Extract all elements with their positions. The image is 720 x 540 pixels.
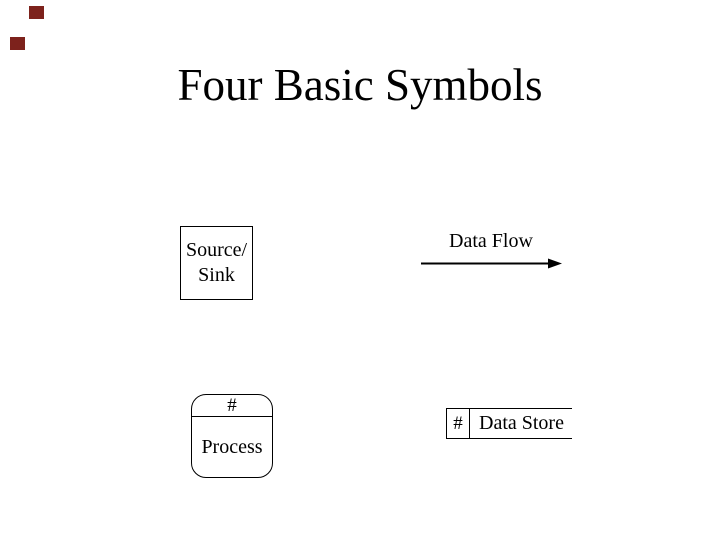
source-sink-label-line2: Sink <box>198 264 235 286</box>
data-store-symbol: # Data Store <box>446 408 572 439</box>
source-sink-symbol: Source/ Sink <box>180 226 253 300</box>
data-flow-arrow-icon <box>421 258 562 269</box>
source-sink-label-line1: Source/ <box>185 239 248 261</box>
decorative-square-top <box>29 6 44 19</box>
process-label: Process <box>201 435 263 458</box>
data-store-number-sign: # <box>447 409 470 438</box>
process-symbol: # Process <box>191 394 273 478</box>
process-number-sign: # <box>192 395 272 417</box>
data-store-label: Data Store <box>479 412 564 434</box>
data-flow-label: Data Flow <box>449 230 533 252</box>
slide-title: Four Basic Symbols <box>177 60 543 110</box>
decorative-square-bottom <box>10 37 25 50</box>
